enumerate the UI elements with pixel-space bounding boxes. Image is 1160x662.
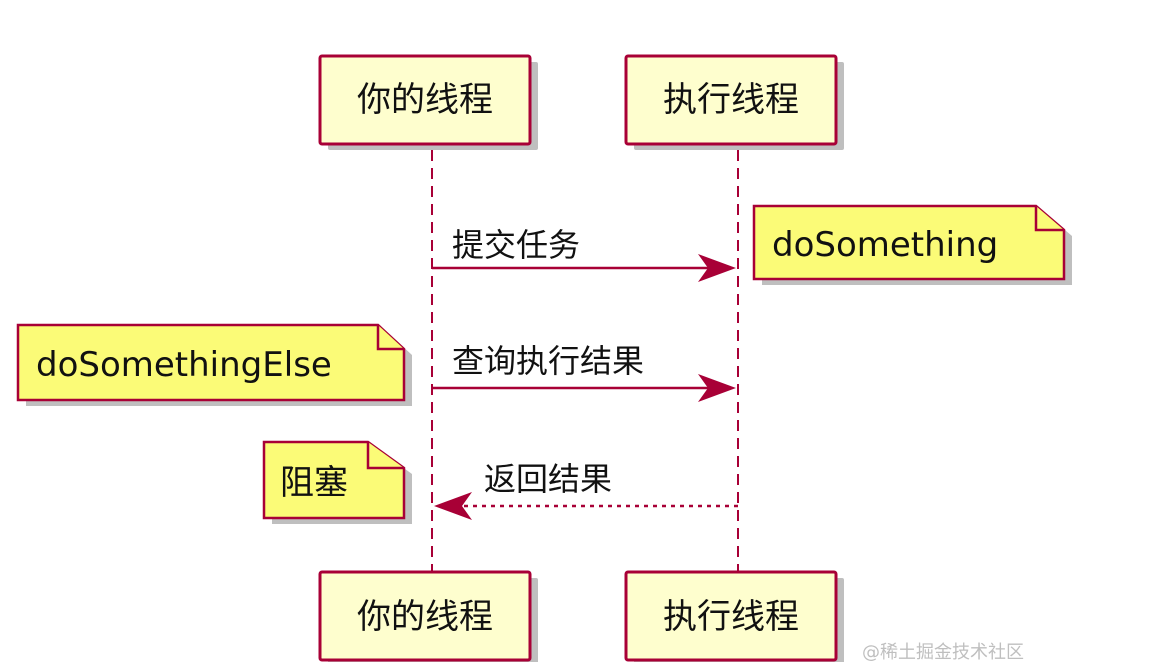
participant-caller-top-label: 你的线程 — [357, 80, 493, 120]
participant-executor-bottom: 执行线程 — [624, 570, 844, 662]
message-reply: 返回结果 — [434, 460, 738, 520]
note-do-something-else: doSomethingElse — [16, 323, 412, 406]
message-reply-label: 返回结果 — [484, 460, 612, 498]
message-query-arrowhead — [698, 374, 736, 402]
message-query: 查询执行结果 — [432, 342, 736, 402]
participant-executor-top-label: 执行线程 — [663, 80, 799, 120]
note-blocked-label: 阻塞 — [280, 463, 348, 503]
message-submit-label: 提交任务 — [452, 226, 580, 264]
note-blocked: 阻塞 — [262, 440, 412, 524]
watermark: @稀土掘金技术社区 — [862, 642, 1024, 662]
participant-executor-top: 执行线程 — [624, 54, 844, 150]
participant-caller-bottom: 你的线程 — [318, 570, 538, 662]
participant-executor-bottom-label: 执行线程 — [663, 597, 799, 637]
message-submit: 提交任务 — [432, 226, 736, 282]
message-query-label: 查询执行结果 — [452, 342, 644, 380]
message-reply-arrowhead — [434, 492, 472, 520]
message-submit-arrowhead — [698, 254, 736, 282]
note-do-something-else-label: doSomethingElse — [36, 345, 332, 385]
participant-caller-bottom-label: 你的线程 — [357, 597, 493, 637]
participant-caller-top: 你的线程 — [318, 54, 538, 150]
note-do-something: doSomething — [752, 204, 1072, 285]
note-do-something-label: doSomething — [772, 225, 998, 265]
